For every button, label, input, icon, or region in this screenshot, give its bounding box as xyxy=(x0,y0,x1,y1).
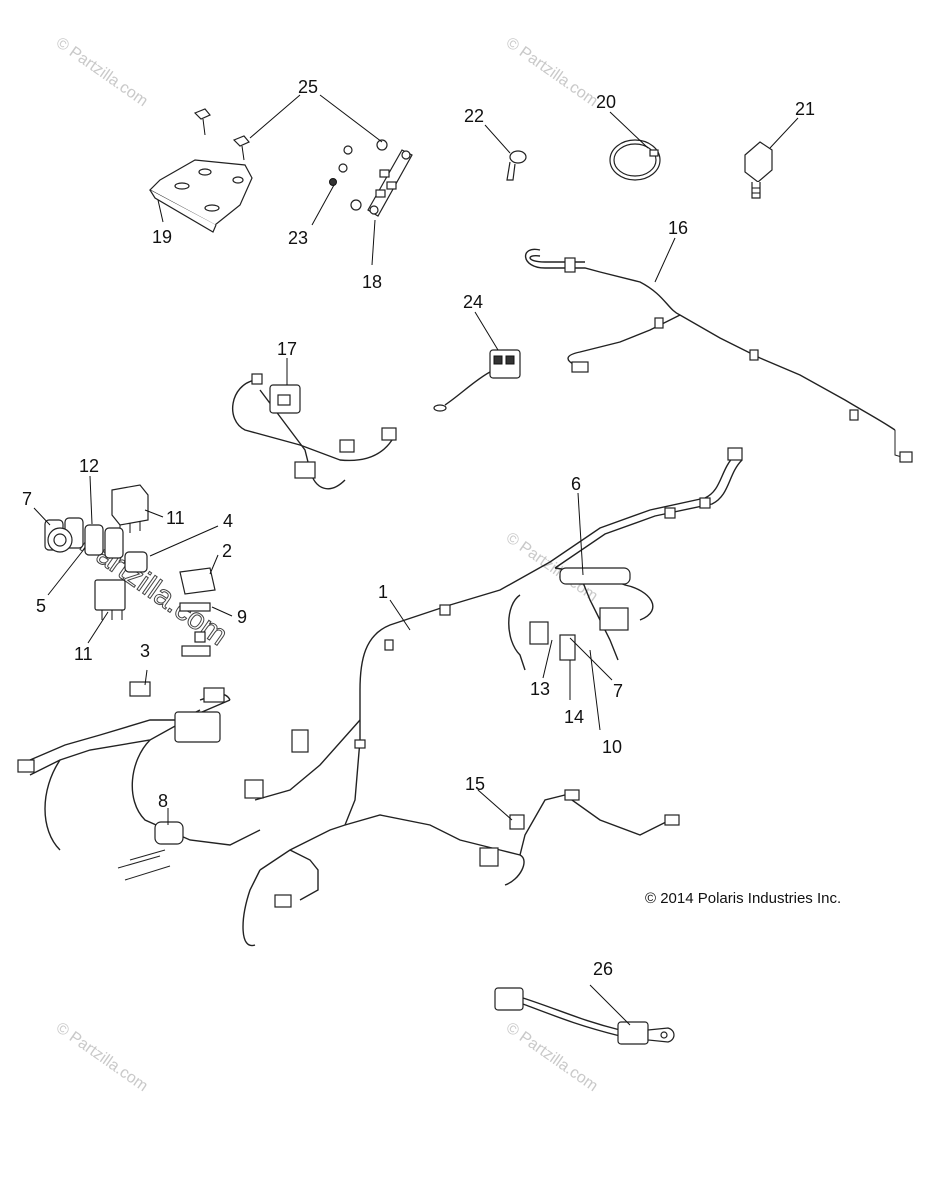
callout-3: 3 xyxy=(140,641,150,661)
callout-16: 16 xyxy=(668,218,688,238)
callout-26: 26 xyxy=(593,959,613,979)
relay-connector-24 xyxy=(433,349,521,412)
callout-19: 19 xyxy=(152,227,172,247)
callout-6: 6 xyxy=(571,474,581,494)
callout-15: 15 xyxy=(465,774,485,794)
callout-13: 13 xyxy=(530,679,550,699)
callout-1: 1 xyxy=(378,582,388,602)
callout-10: 10 xyxy=(602,737,622,757)
cable-tie-20 xyxy=(609,139,661,181)
fuse-harness-26 xyxy=(494,987,675,1045)
callout-7-bottom: 7 xyxy=(613,681,623,701)
callout-11-top: 11 xyxy=(166,508,185,528)
watermark-bottom-center: © Partzilla.com xyxy=(503,1019,601,1095)
terminal-strip-18 xyxy=(367,149,413,217)
harness-17 xyxy=(231,373,397,490)
terminal-block-9 xyxy=(179,602,211,612)
callout-14: 14 xyxy=(564,707,584,727)
cover-2 xyxy=(179,567,216,595)
callout-11-bottom: 11 xyxy=(74,644,93,664)
harness-16 xyxy=(524,248,913,463)
relay-11-bottom xyxy=(94,579,126,620)
connector-small-pins xyxy=(181,631,211,657)
clip-22 xyxy=(506,150,527,181)
push-clip-21 xyxy=(744,141,773,199)
callout-5: 5 xyxy=(36,596,46,616)
callout-22: 22 xyxy=(464,106,484,126)
main-harness-1 xyxy=(17,447,743,947)
relay-11-top xyxy=(111,484,149,535)
callout-4: 4 xyxy=(223,511,233,531)
fuse-holder-4 xyxy=(124,551,148,573)
callout-17: 17 xyxy=(277,339,297,359)
callout-23: 23 xyxy=(288,228,308,248)
watermark-bottom-left: © Partzilla.com xyxy=(53,1019,151,1095)
callout-2: 2 xyxy=(222,541,232,561)
callout-8: 8 xyxy=(158,791,168,811)
callout-21: 21 xyxy=(795,99,815,119)
callout-labels: 25 19 23 18 22 20 21 16 24 17 12 7 11 4 … xyxy=(22,77,815,979)
fuse-holders-12-7-5 xyxy=(44,517,124,559)
copyright-notice: © 2014 Polaris Industries Inc. xyxy=(645,890,841,907)
callout-18: 18 xyxy=(362,272,382,292)
callout-12: 12 xyxy=(79,456,99,476)
watermark-middle: © Partzilla.com xyxy=(503,529,601,605)
watermark-top-left: © Partzilla.com xyxy=(53,34,151,110)
callout-9: 9 xyxy=(237,607,247,627)
screw-25-a xyxy=(193,108,211,136)
screw-25-b xyxy=(232,135,250,161)
callout-7-top: 7 xyxy=(22,489,32,509)
bracket-19 xyxy=(149,159,253,233)
callout-25: 25 xyxy=(298,77,318,97)
leader-lines xyxy=(33,94,799,1026)
nuts-23 xyxy=(329,145,362,211)
watermark-top-center: © Partzilla.com xyxy=(503,34,601,110)
callout-24: 24 xyxy=(463,292,483,312)
screw-25-c xyxy=(376,139,388,151)
callout-20: 20 xyxy=(596,92,616,112)
